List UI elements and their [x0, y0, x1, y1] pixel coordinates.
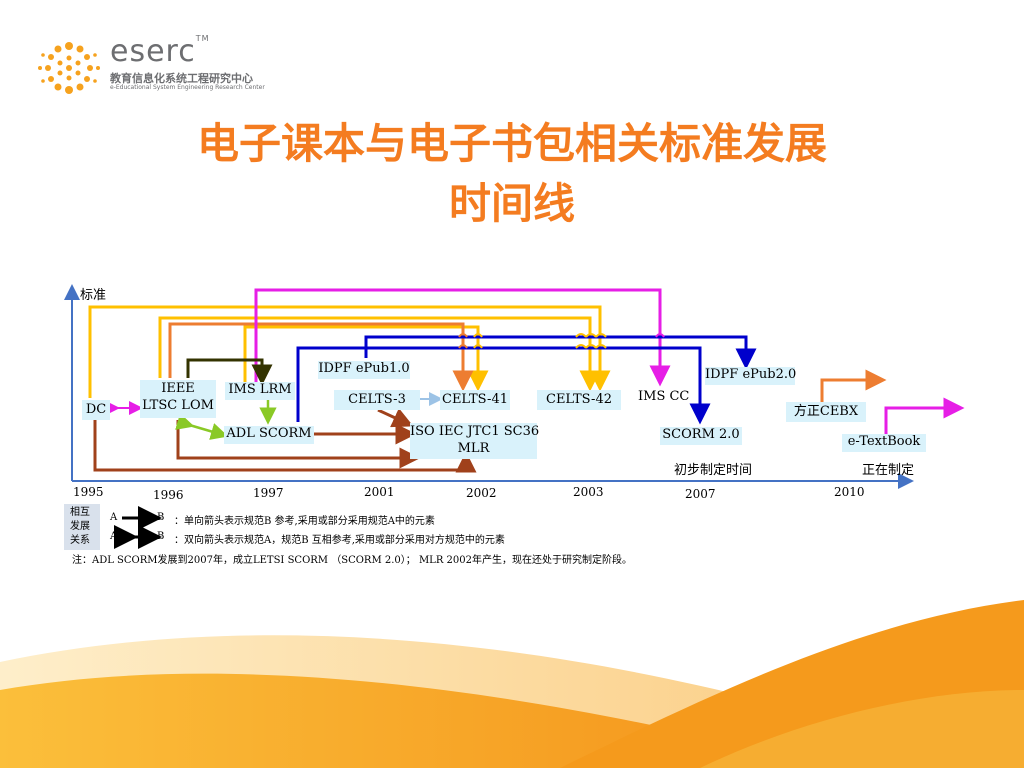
etextbook-arrow [884, 397, 965, 434]
year-label: 2002 [466, 486, 497, 500]
logo-english-name: e-Educational System Engineering Researc… [110, 84, 265, 91]
legend-b-label: B [157, 531, 165, 542]
eserc-logo-icon [38, 42, 100, 94]
node-idpf-epub1: IDPF ePub1.0 [318, 361, 410, 379]
legend-b-label: B [157, 512, 165, 523]
year-label: 1997 [253, 486, 284, 500]
legend-single-description: ：单向箭头表示规范B 参考,采用或部分采用规范A中的元素 [174, 516, 435, 527]
logo-wordmark: esercTM [110, 34, 210, 69]
ieee-to-celts41-line [168, 322, 474, 392]
node-ims-cc: IMS CC [638, 389, 690, 404]
node-celts41: CELTS-41 [440, 390, 510, 410]
node-celts42: CELTS-42 [537, 390, 621, 410]
year-label: 2010 [834, 485, 865, 499]
dc-to-celts42-line [88, 305, 611, 398]
logo-chinese-name: 教育信息化系统工程研究中心 [110, 72, 253, 85]
lom-to-lrm-line [186, 358, 273, 386]
year-label: 2003 [573, 485, 604, 499]
node-founder-cebx: 方正CEBX [786, 402, 866, 422]
page-title-line1: 电子课本与电子书包相关标准发展 [196, 119, 827, 168]
y-axis-label: 标准 [80, 288, 107, 303]
lom-scorm-double-line [175, 413, 229, 440]
cebx-arrow [820, 369, 887, 402]
node-idpf-epub2: IDPF ePub2.0 [705, 367, 796, 385]
year-label: 2007 [685, 487, 716, 501]
node-adl-scorm: ADL SCORM [224, 426, 314, 444]
initial-time-label: 初步制定时间 [674, 463, 753, 478]
node-ims-lrm: IMS LRM [225, 382, 295, 400]
year-label: 1996 [153, 488, 184, 502]
celts3-to-iso-line [377, 408, 414, 428]
legend-a-label: A [110, 531, 118, 542]
node-scorm2: SCORM 2.0 [660, 427, 742, 445]
node-celts3: CELTS-3 [334, 390, 420, 410]
page-title-line2: 时间线 [448, 179, 575, 228]
scorm-to-scorm2-line [296, 346, 711, 425]
node-etextbook: e-TextBook [842, 434, 926, 452]
year-label: 2001 [364, 485, 395, 499]
legend-double-description: ：双向箭头表示规范A，规范B 互相参考,采用或部分采用对方规范中的元素 [174, 535, 505, 546]
year-label: 1995 [73, 485, 104, 499]
lom-to-celts41-line [243, 325, 489, 392]
epub1-to-epub2-line [364, 335, 757, 370]
in-progress-label: 正在制定 [862, 463, 915, 478]
legend-a-label: A [110, 512, 118, 523]
node-dc: DC [82, 400, 110, 420]
footnote: 注：ADL SCORM发展到2007年，成立LETSI SCORM （SCORM… [72, 555, 632, 566]
dc-to-mlr-line [93, 420, 477, 473]
legend-title-box: 相互 发展 关系 [64, 504, 100, 550]
